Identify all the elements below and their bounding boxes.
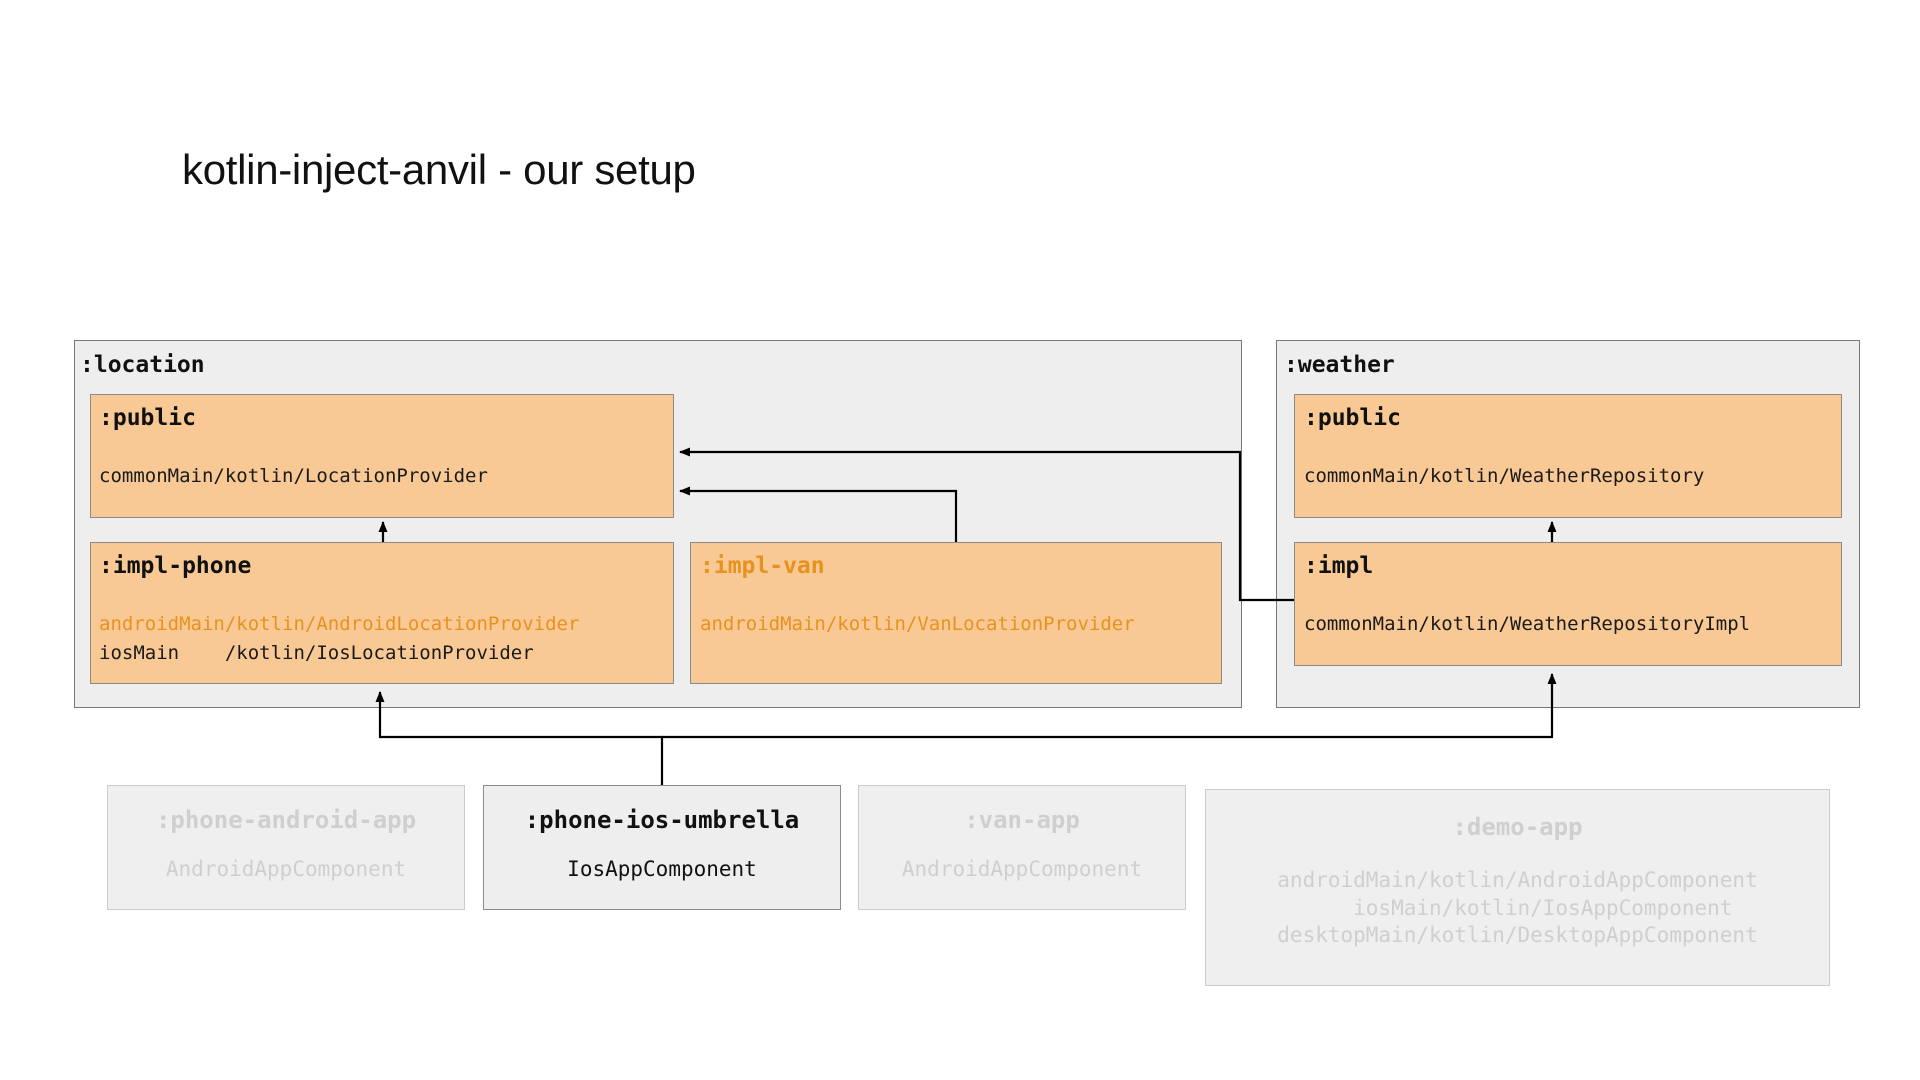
box-weather-public-path-0: commonMain/kotlin/WeatherRepository xyxy=(1304,465,1705,487)
app-van-app-component: AndroidAppComponent xyxy=(901,857,1143,881)
box-location-public-title: :public xyxy=(99,405,196,431)
app-van-app[interactable]: :van-app AndroidAppComponent xyxy=(858,785,1186,910)
app-phone-android-app-component: AndroidAppComponent xyxy=(165,857,407,881)
box-impl-phone xyxy=(90,542,674,684)
box-impl-van-title: :impl-van xyxy=(700,553,825,579)
page-title: kotlin-inject-anvil - our setup xyxy=(182,146,696,193)
box-impl-phone-path-0: androidMain/kotlin/AndroidLocationProvid… xyxy=(99,613,580,635)
box-weather-impl-path-0: commonMain/kotlin/WeatherRepositoryImpl xyxy=(1304,613,1751,635)
app-van-app-title: :van-app xyxy=(964,806,1080,834)
box-weather-public xyxy=(1294,394,1842,518)
app-phone-ios-umbrella-component: IosAppComponent xyxy=(567,857,757,881)
box-location-public-path-0: commonMain/kotlin/LocationProvider xyxy=(99,465,488,487)
app-phone-android-app-title: :phone-android-app xyxy=(155,806,417,834)
module-location-title: :location xyxy=(80,352,205,378)
app-phone-ios-umbrella[interactable]: :phone-ios-umbrella IosAppComponent xyxy=(483,785,841,910)
app-demo-app[interactable]: :demo-app androidMain/kotlin/AndroidAppC… xyxy=(1205,789,1830,986)
app-demo-app-title: :demo-app xyxy=(1452,813,1583,841)
box-weather-public-title: :public xyxy=(1304,405,1401,431)
app-phone-android-app[interactable]: :phone-android-app AndroidAppComponent xyxy=(107,785,465,910)
box-location-public xyxy=(90,394,674,518)
box-impl-phone-path-1: iosMain /kotlin/IosLocationProvider xyxy=(99,642,534,664)
module-weather-title: :weather xyxy=(1284,352,1395,378)
app-demo-app-component: androidMain/kotlin/AndroidAppComponent i… xyxy=(1277,868,1758,948)
box-impl-phone-title: :impl-phone xyxy=(99,553,252,579)
app-phone-ios-umbrella-title: :phone-ios-umbrella xyxy=(524,806,800,834)
box-impl-van-path-0: androidMain/kotlin/VanLocationProvider xyxy=(700,613,1135,635)
box-weather-impl-title: :impl xyxy=(1304,553,1374,579)
box-weather-impl xyxy=(1294,542,1842,666)
